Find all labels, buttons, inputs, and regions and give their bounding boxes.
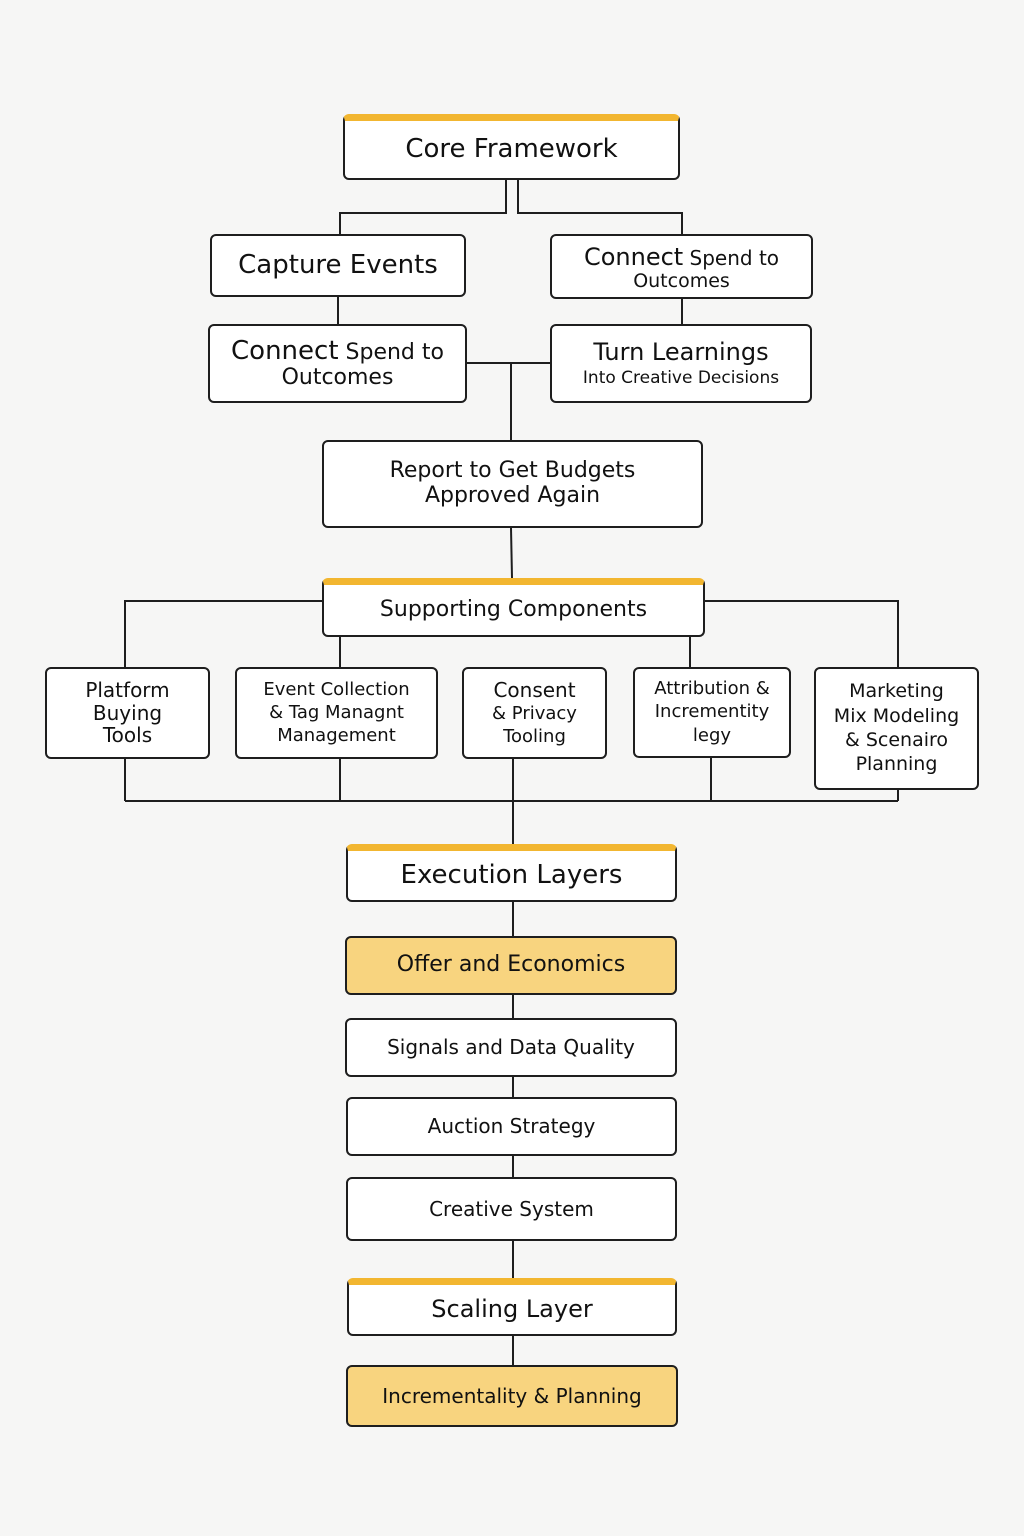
signals-data-quality-box: Signals and Data Quality [345, 1018, 677, 1077]
core-framework-header: Core Framework [343, 114, 680, 180]
connect-spend-left-box: Connect Spend to Outcomes [208, 324, 467, 403]
connect-left-rest: Spend to [338, 339, 444, 365]
mmm-line4: Planning [855, 753, 938, 776]
creative-system-label: Creative System [429, 1196, 594, 1221]
scaling-layer-title: Scaling Layer [431, 1295, 593, 1324]
report-budgets-box: Report to Get Budgets Approved Again [322, 440, 703, 528]
capture-events-box: Capture Events [210, 234, 466, 297]
core-framework-title: Core Framework [405, 133, 618, 164]
connect-top-rest: Spend to [683, 246, 780, 271]
event-line2: & Tag Managnt [269, 701, 404, 723]
consent-line2: & Privacy [492, 703, 577, 725]
supporting-components-header: Supporting Components [322, 578, 705, 637]
auction-strategy-box: Auction Strategy [346, 1097, 677, 1156]
supporting-components-title: Supporting Components [379, 596, 648, 622]
attribution-line2: Incrementity [654, 701, 770, 723]
event-line1: Event Collection [263, 678, 410, 700]
platform-buying-tools-box: Platform Buying Tools [45, 667, 210, 759]
platform-line2: Buying [92, 700, 163, 725]
turn-learnings-box: Turn Learnings Into Creative Decisions [550, 324, 812, 403]
incrementality-planning-label: Incrementality & Planning [382, 1383, 642, 1408]
offer-economics-box: Offer and Economics [345, 936, 677, 995]
scaling-layer-header: Scaling Layer [347, 1278, 677, 1336]
report-line2: Approved Again [424, 483, 601, 508]
consent-privacy-box: Consent & Privacy Tooling [462, 667, 607, 759]
mmm-line3: & Scenairo [844, 729, 949, 751]
connect-spend-top-box: Connect Spend to Outcomes [550, 234, 813, 299]
connector-supporting-left [124, 600, 322, 667]
report-strong: Report [389, 458, 463, 484]
attribution-line3: legy [692, 724, 732, 746]
platform-line3: Tools [102, 723, 153, 748]
offer-economics-label: Offer and Economics [396, 952, 626, 978]
mmm-line1: Marketing [849, 680, 944, 703]
incrementality-planning-box: Incrementality & Planning [346, 1365, 678, 1427]
attribution-box: Attribution & Incrementity legy [633, 667, 791, 758]
execution-layers-header: Execution Layers [346, 844, 677, 902]
consent-line3: Tooling [503, 726, 566, 748]
signals-data-quality-label: Signals and Data Quality [387, 1035, 635, 1060]
connector-core-to-capture [339, 180, 507, 234]
mmm-line2: Mix Modeling [833, 704, 960, 727]
report-rest: to Get Budgets [462, 458, 636, 484]
capture-events-label: Capture Events [238, 249, 438, 280]
platform-line1: Platform [85, 678, 170, 703]
creative-system-box: Creative System [346, 1177, 677, 1241]
turn-learnings-line2: Into Creative Decisions [582, 367, 780, 388]
connect-left-line2: Outcomes [281, 364, 394, 390]
connect-left-strong: Connect [231, 335, 339, 366]
consent-line1: Consent [493, 677, 576, 702]
connector-supporting-right [705, 600, 899, 667]
connector-report-to-supporting [510, 527, 513, 579]
event-line3: Management [277, 725, 396, 747]
connector-core-to-connect-top [517, 180, 683, 234]
attribution-line1: Attribution & [654, 678, 770, 700]
marketing-mix-box: Marketing Mix Modeling & Scenairo Planni… [814, 667, 979, 790]
turn-learnings-line1: Turn Learnings [593, 338, 769, 367]
execution-layers-title: Execution Layers [400, 859, 623, 890]
connect-top-line2: Outcomes [633, 270, 730, 293]
auction-strategy-label: Auction Strategy [427, 1114, 596, 1139]
connect-top-strong: Connect [583, 243, 684, 272]
event-collection-box: Event Collection & Tag Managnt Managemen… [235, 667, 438, 759]
